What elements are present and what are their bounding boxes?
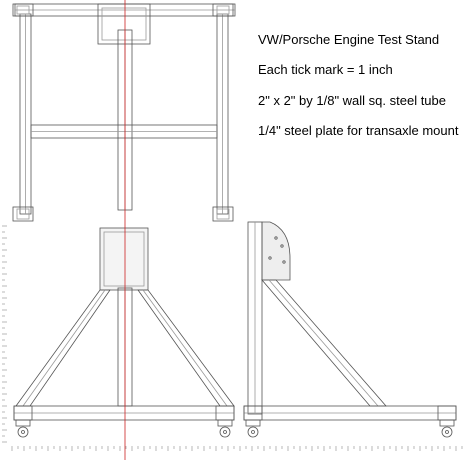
tube-spec-note: 2" x 2" by 1/8" wall sq. steel tube [258, 93, 446, 108]
front-left-leg [15, 289, 111, 407]
side-left-caster [245, 419, 261, 438]
top-view [12, 3, 236, 222]
left-tick-ruler [2, 225, 7, 443]
scale-note: Each tick mark = 1 inch [258, 62, 393, 77]
top-mount-plate [97, 3, 151, 45]
front-view [13, 227, 235, 438]
side-transaxle-plate [261, 221, 291, 281]
side-right-caster [439, 419, 455, 438]
front-right-caster [217, 419, 233, 438]
bottom-tick-ruler [11, 446, 463, 451]
side-view [243, 221, 457, 438]
front-right-leg [137, 289, 235, 407]
front-left-caster [15, 419, 31, 438]
plate-spec-note: 1/4" steel plate for transaxle mount [258, 123, 459, 138]
drawing-title: VW/Porsche Engine Test Stand [258, 32, 440, 47]
front-mount-plate [99, 227, 149, 291]
